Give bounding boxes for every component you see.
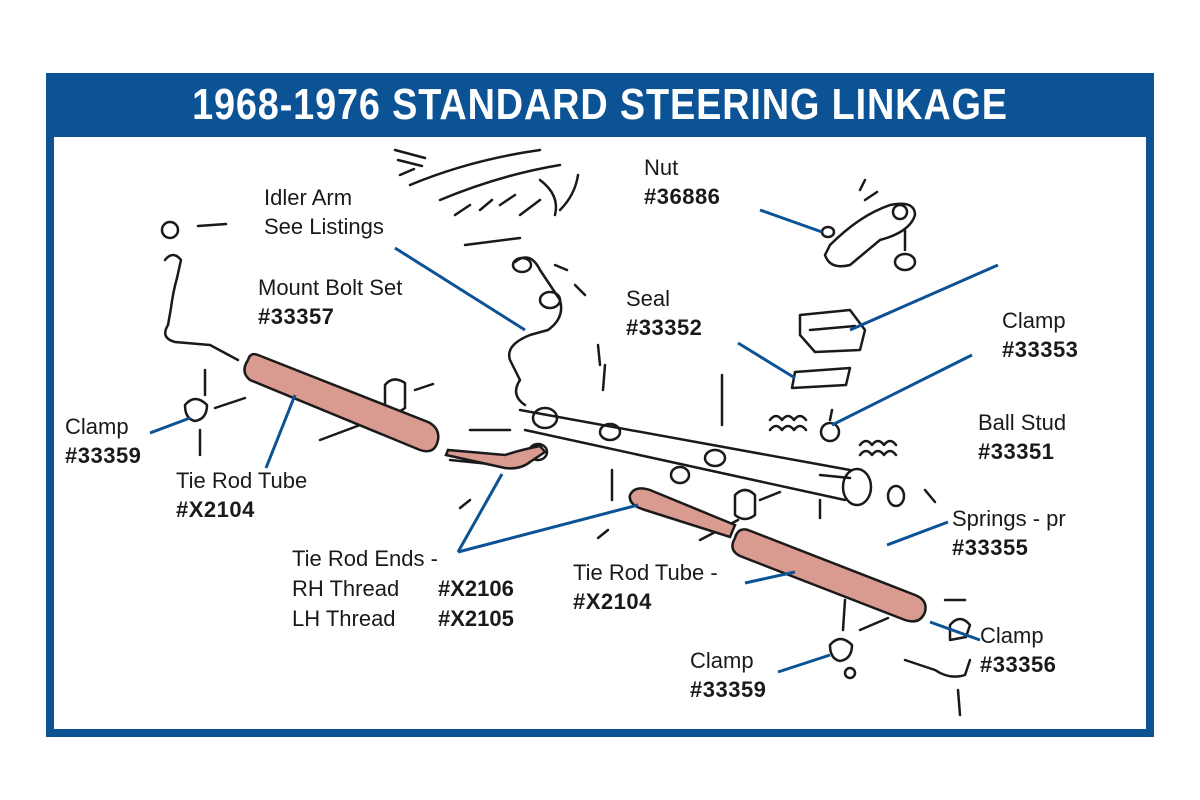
mount-bolt-set-part-number: #33357 — [258, 304, 335, 329]
clamp-33353-name: Clamp — [1002, 308, 1066, 333]
label-tie-rod-ends: Tie Rod Ends - RH Thread #X2106 LH Threa… — [292, 544, 514, 634]
clamp-left-name: Clamp — [65, 414, 129, 439]
left-outer-tie-rod-end — [160, 220, 247, 457]
tie-rod-tube-left-part-number: #X2104 — [176, 497, 255, 522]
tie-rod-tube-right-part-number: #X2104 — [573, 589, 652, 614]
rh-thread-label: RH Thread — [292, 576, 400, 601]
clamp-33353-part-number: #33353 — [1002, 337, 1079, 362]
diagram-frame: 1968-1976 STANDARD STEERING LINKAGE — [46, 73, 1154, 737]
label-clamp-33356: Clamp #33356 — [980, 621, 1056, 679]
clamp-bracket — [790, 308, 867, 390]
ball-stud-name: Ball Stud — [978, 410, 1067, 435]
lh-thread-label: LH Thread — [292, 606, 396, 631]
label-clamp-bottom: Clamp #33359 — [690, 646, 766, 704]
label-mount-bolt-set: Mount Bolt Set #33357 — [258, 273, 402, 331]
nut-part-number: #36886 — [644, 184, 721, 209]
center-link — [518, 406, 873, 507]
label-tie-rod-tube-left: Tie Rod Tube #X2104 — [176, 466, 307, 524]
label-seal: Seal #33352 — [626, 284, 702, 342]
frame-rail-sketch — [393, 148, 580, 217]
ball-stud-part-number: #33351 — [978, 439, 1055, 464]
tie-rod-ends-name: Tie Rod Ends - — [292, 546, 438, 571]
nut-name: Nut — [644, 155, 679, 180]
tie-rod-tube-left — [243, 352, 440, 453]
label-idler-arm: Idler Arm See Listings — [264, 183, 384, 241]
rh-thread-part-number: #X2106 — [438, 576, 514, 601]
label-ball-stud: Ball Stud #33351 — [978, 408, 1066, 466]
clamp-left-part-number: #33359 — [65, 443, 142, 468]
tie-rod-end-tube-right — [628, 487, 737, 539]
label-clamp-33353: Clamp #33353 — [1002, 306, 1078, 364]
springs-part-number: #33355 — [952, 535, 1029, 560]
lh-thread-part-number: #X2105 — [438, 606, 514, 631]
clamp-bottom-name: Clamp — [690, 648, 754, 673]
mount-bolt-set-name: Mount Bolt Set — [258, 275, 403, 300]
label-springs: Springs - pr #33355 — [952, 504, 1066, 562]
clamp-33356-name: Clamp — [980, 623, 1044, 648]
right-outer-tie-rod-end — [828, 598, 972, 717]
idler-arm-name: Idler Arm — [264, 185, 353, 210]
leader-lines — [149, 208, 999, 674]
label-tie-rod-tube-right: Tie Rod Tube - #X2104 — [573, 558, 718, 616]
tie-rod-end-tube-center — [444, 444, 547, 470]
idler-arm-note: See Listings — [264, 214, 384, 239]
tie-rod-tubes — [243, 352, 927, 623]
ball-stud-springs — [768, 408, 937, 508]
clamp-bottom-part-number: #33359 — [690, 677, 767, 702]
label-nut: Nut #36886 — [644, 153, 720, 211]
tie-rod-tube-left-name: Tie Rod Tube — [176, 468, 308, 493]
tie-rod-tube-right — [731, 528, 927, 623]
label-clamp-left: Clamp #33359 — [65, 412, 141, 470]
seal-name: Seal — [626, 286, 671, 311]
springs-name: Springs - pr — [952, 506, 1066, 531]
idler-arm — [463, 236, 587, 407]
pitman-arm — [820, 178, 917, 272]
cotter-pins — [468, 343, 822, 520]
clamp-33356-part-number: #33356 — [980, 652, 1057, 677]
diagram-title: 1968-1976 STANDARD STEERING LINKAGE — [192, 80, 1008, 129]
seal-part-number: #33352 — [626, 315, 703, 340]
tie-rod-tube-right-name: Tie Rod Tube - — [573, 560, 718, 585]
